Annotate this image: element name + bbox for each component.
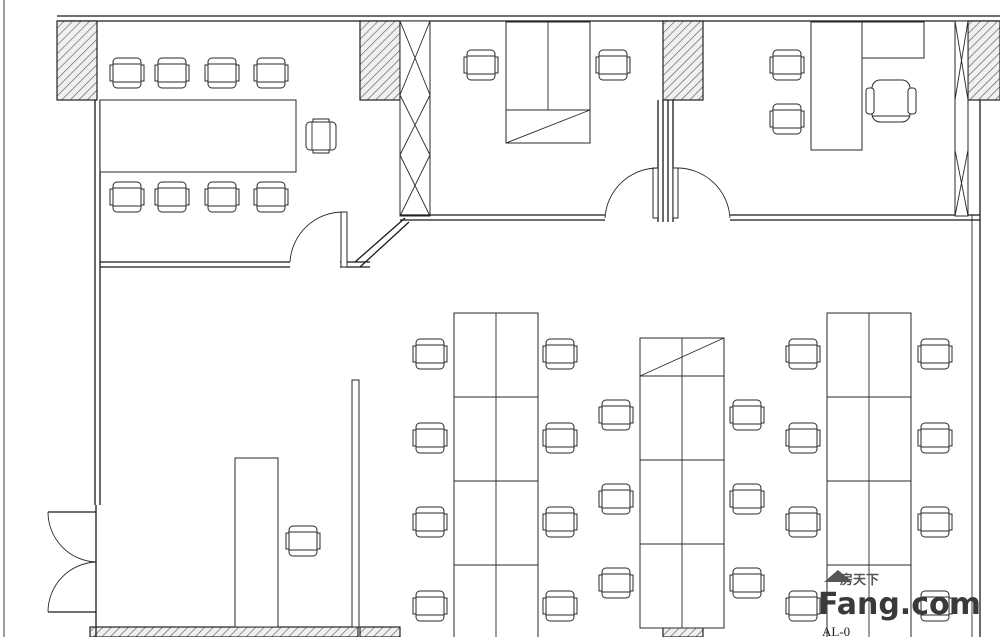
chair xyxy=(785,506,821,538)
chair xyxy=(285,525,321,557)
office-2-desk xyxy=(810,21,863,151)
reception-area xyxy=(234,379,360,628)
chair xyxy=(305,118,337,154)
meeting-table xyxy=(99,99,297,173)
office-2-door-leaf xyxy=(672,167,679,219)
meeting-room-door-swing xyxy=(289,211,344,263)
chair xyxy=(154,181,190,213)
pillar-bottom-left xyxy=(89,626,359,637)
chair xyxy=(785,338,821,370)
chair xyxy=(598,483,634,515)
entrance-double-door xyxy=(47,505,97,637)
chair xyxy=(412,590,448,622)
chair xyxy=(412,422,448,454)
chair xyxy=(253,57,289,89)
sheet-label: AL-0 xyxy=(822,624,850,637)
chair xyxy=(253,181,289,213)
chair xyxy=(412,506,448,538)
office-2 xyxy=(667,20,980,222)
house-logo-icon xyxy=(824,570,852,582)
office-1-door-swing xyxy=(604,167,659,219)
chair xyxy=(412,338,448,370)
chair xyxy=(542,338,578,370)
reception-desk xyxy=(234,457,279,628)
right-glass-partition xyxy=(954,20,969,217)
pillar-top-right xyxy=(967,20,1000,101)
chair xyxy=(154,57,190,89)
outer-walls xyxy=(3,0,1000,637)
open-workstations xyxy=(412,312,953,637)
chair xyxy=(463,49,499,81)
chair xyxy=(729,567,765,599)
glass-partition xyxy=(399,20,431,217)
chair xyxy=(769,103,805,135)
chair xyxy=(204,181,240,213)
meeting-room-door-leaf xyxy=(340,211,348,268)
pillar-bottom-center-left xyxy=(359,626,401,637)
office-1 xyxy=(399,20,664,222)
pillar-top-left xyxy=(56,20,98,101)
pillar-top-center-left xyxy=(359,20,401,101)
chair xyxy=(729,399,765,431)
chair xyxy=(917,338,953,370)
chair xyxy=(204,57,240,89)
chair xyxy=(109,181,145,213)
pillar-top-center-right xyxy=(662,20,704,101)
chair xyxy=(917,422,953,454)
chair xyxy=(769,49,805,81)
chair xyxy=(595,49,631,81)
watermark-site-text: Fang.com xyxy=(818,587,981,622)
chair xyxy=(598,399,634,431)
meeting-room xyxy=(94,57,410,505)
watermark-logo-text: 房天下 xyxy=(840,572,879,588)
chair xyxy=(598,567,634,599)
chair xyxy=(729,483,765,515)
chair xyxy=(542,506,578,538)
chair xyxy=(785,422,821,454)
office-2-door-swing xyxy=(677,167,731,219)
chair xyxy=(109,57,145,89)
chair xyxy=(917,506,953,538)
reception-partition xyxy=(351,379,360,628)
pillars xyxy=(56,20,1000,637)
office-2-cabinet xyxy=(861,21,925,59)
office-1-door-leaf xyxy=(652,167,659,219)
chair xyxy=(785,590,821,622)
watermark: 房天下 Fang.com xyxy=(818,570,981,622)
chair xyxy=(542,590,578,622)
executive-chair xyxy=(865,79,917,123)
chair xyxy=(542,422,578,454)
